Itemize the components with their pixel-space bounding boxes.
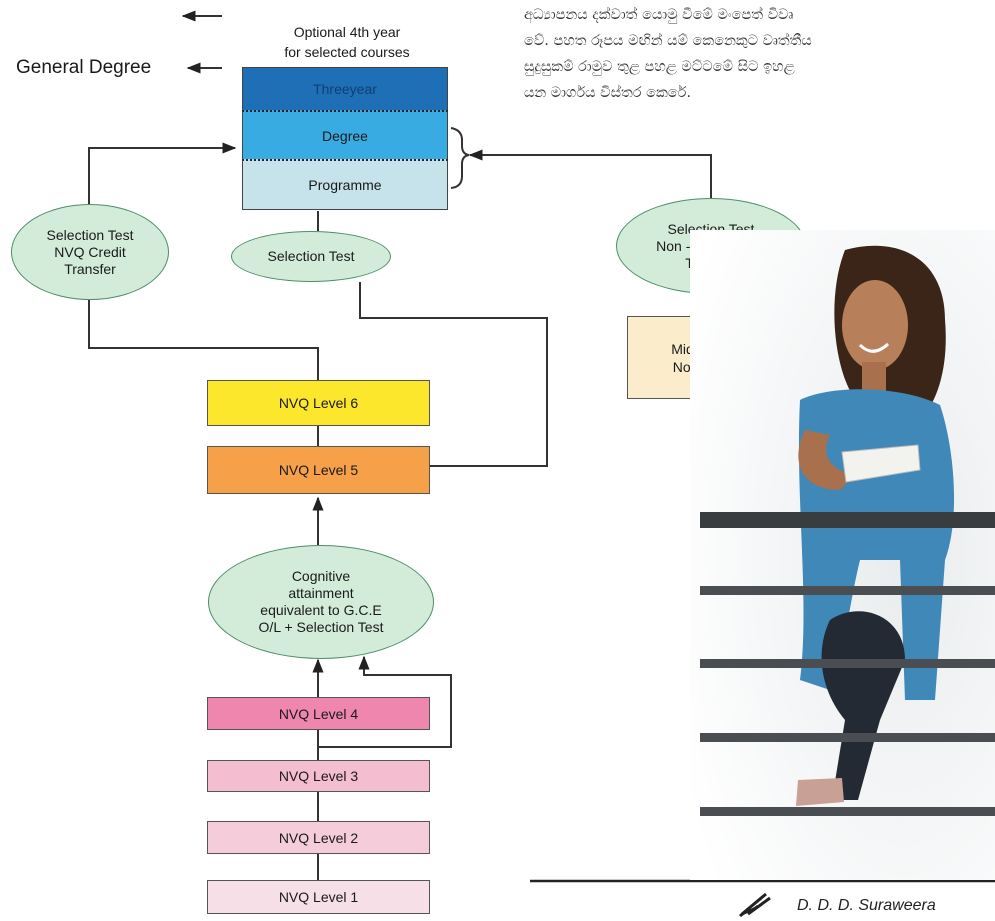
left-feed-line bbox=[88, 142, 237, 205]
arm-left bbox=[798, 430, 855, 490]
nvq-level-3-label: NVQ Level 3 bbox=[278, 768, 359, 784]
railing-top bbox=[700, 512, 995, 528]
cognitive-line-1: Cognitive bbox=[291, 568, 351, 584]
pen-icon bbox=[738, 892, 771, 918]
nvq-level-5-box: NVQ Level 5 bbox=[207, 446, 430, 494]
nvq-level-4-label: NVQ Level 4 bbox=[278, 705, 359, 722]
sinhala-line-1: අධ්‍යාපනය දක්වාත් යොමු වීමේ මංපෙත් විවෘ bbox=[524, 7, 794, 23]
face bbox=[842, 280, 908, 370]
selection-test-nvq-credit-oval: Selection Test NVQ Credit Transfer bbox=[11, 204, 169, 300]
railing-bar-1 bbox=[700, 586, 995, 595]
author-name: D. D. D. Suraweera bbox=[797, 897, 936, 914]
nvq-level-6-label: NVQ Level 6 bbox=[278, 395, 359, 411]
book bbox=[841, 444, 921, 483]
left-oval-line-2: NVQ Credit bbox=[54, 243, 126, 260]
optional-4th-year-label: Optional 4th year for selected courses bbox=[242, 22, 452, 62]
nvq-level-1-box: NVQ Level 1 bbox=[207, 880, 430, 914]
nvq-level-2-box: NVQ Level 2 bbox=[207, 821, 430, 854]
railing-bar-3 bbox=[700, 733, 995, 742]
smile bbox=[858, 342, 890, 353]
shoe bbox=[796, 778, 844, 806]
degree-segment: Degree bbox=[242, 110, 448, 160]
student-photo bbox=[690, 230, 995, 880]
nvq-level-5-label: NVQ Level 5 bbox=[278, 462, 359, 478]
threeyear-label: Threeyear bbox=[313, 81, 377, 97]
optional-line-1: Optional 4th year bbox=[293, 24, 401, 40]
programme-label: Programme bbox=[308, 177, 382, 193]
sinhala-line-2: වේ. පහත රූපය මඟින් යම් කෙනෙකුට වෘත්තීය bbox=[524, 33, 812, 49]
cognitive-line-3: equivalent to G.C.E bbox=[260, 602, 382, 618]
railing-bar-2 bbox=[700, 659, 995, 668]
cognitive-attainment-oval: Cognitive attainment equivalent to G.C.E… bbox=[208, 545, 434, 659]
degree-bracket bbox=[450, 127, 470, 189]
nvq-level-3-box: NVQ Level 3 bbox=[207, 760, 430, 792]
left-oval-line-3: Transfer bbox=[64, 260, 116, 277]
degree-label: Degree bbox=[322, 127, 368, 144]
sinhala-line-3: සුදුසුකම් රාමුව තුළ පහළ මට්ටමේ සිට ඉහළ bbox=[524, 59, 795, 75]
nvq-level-1-label: NVQ Level 1 bbox=[278, 889, 359, 905]
left-oval-line-1: Selection Test bbox=[46, 226, 134, 243]
nvq-level-6-box: NVQ Level 6 bbox=[207, 380, 430, 426]
selection-test-oval: Selection Test bbox=[231, 231, 391, 282]
center-oval-down-line bbox=[359, 282, 548, 467]
nvq3-bypass-arrow bbox=[318, 655, 452, 748]
center-oval-label: Selection Test bbox=[267, 248, 355, 264]
right-feed-line bbox=[468, 149, 712, 204]
neck bbox=[862, 362, 886, 392]
optional-line-2: for selected courses bbox=[284, 44, 410, 60]
cognitive-line-4: O/L + Selection Test bbox=[258, 619, 384, 635]
threeyear-segment: Threeyear bbox=[242, 67, 448, 111]
railing-bar-4 bbox=[700, 807, 995, 816]
nvq-level-4-box: NVQ Level 4 bbox=[207, 697, 430, 730]
cognitive-line-2: attainment bbox=[288, 585, 354, 601]
jeans bbox=[821, 611, 905, 800]
sinhala-line-4: යන මාර්ගය විස්තර කෙරේ. bbox=[524, 85, 692, 101]
nvq-level-2-label: NVQ Level 2 bbox=[278, 829, 359, 846]
programme-segment: Programme bbox=[242, 159, 448, 210]
general-degree-label: General Degree bbox=[16, 57, 152, 78]
left-oval-down-line bbox=[88, 300, 319, 380]
